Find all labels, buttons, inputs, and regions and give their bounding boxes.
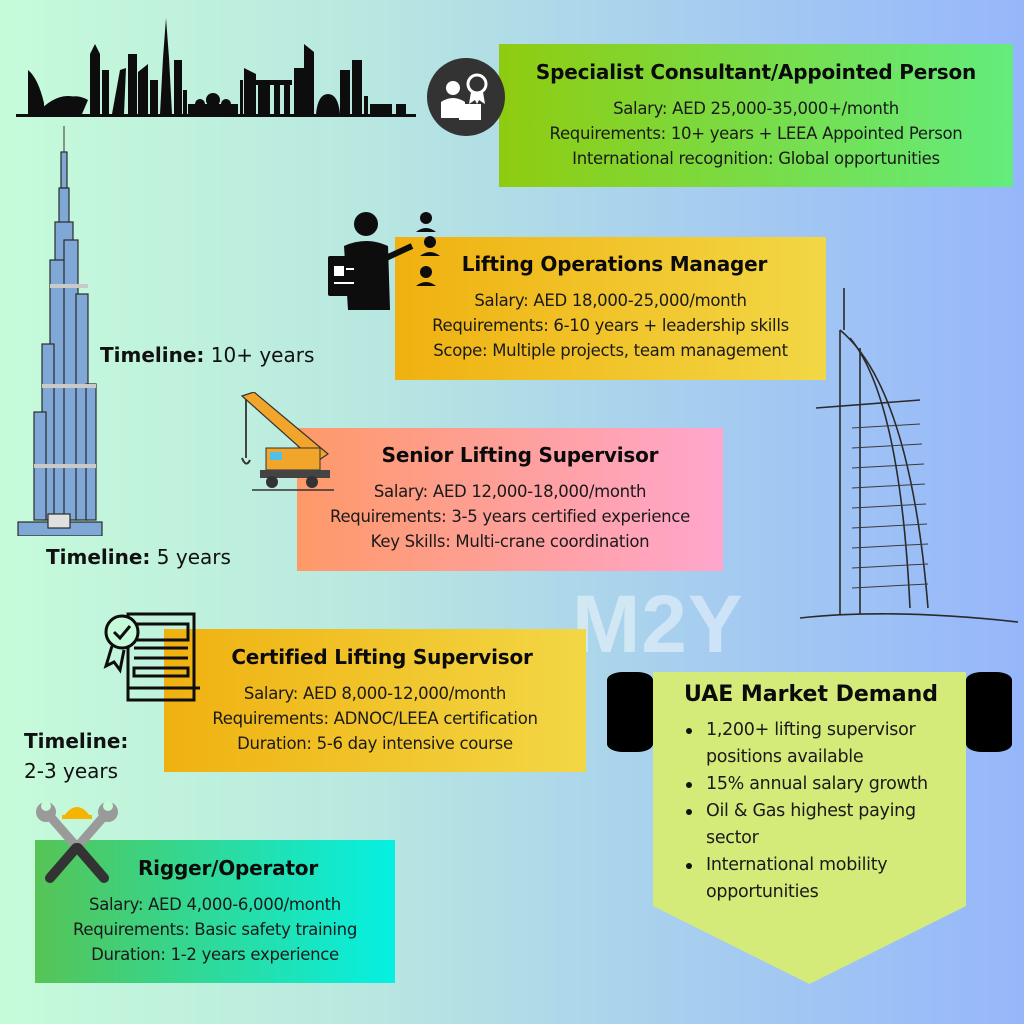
- market-title: UAE Market Demand: [684, 682, 938, 707]
- career-card-senior-supervisor: Senior Lifting Supervisor Salary: AED 12…: [297, 428, 723, 571]
- timeline-10-plus: Timeline: 10+ years: [100, 343, 314, 367]
- wrenches-hardhat-icon: [36, 801, 118, 883]
- career-requirements: Requirements: 3-5 years certified experi…: [330, 507, 690, 526]
- career-detail: Duration: 1-2 years experience: [91, 945, 339, 964]
- career-salary: Salary: AED 12,000-18,000/month: [373, 482, 647, 501]
- timeline-value: 2-3 years: [24, 759, 119, 783]
- career-card-certified-supervisor: Certified Lifting Supervisor Salary: AED…: [164, 629, 586, 772]
- timeline-value: 5 years: [156, 545, 231, 569]
- scroll-end-left-icon: [607, 672, 653, 752]
- career-salary: Salary: AED 4,000-6,000/month: [89, 895, 341, 914]
- manager-presenting-icon: [328, 212, 440, 310]
- career-title: Lifting Operations Manager: [461, 252, 768, 276]
- timeline-2-3: Timeline: 2-3 years: [24, 726, 128, 786]
- burj-khalifa-icon: [17, 126, 103, 536]
- market-demand-content: UAE Market Demand 1,200+ lifting supervi…: [684, 682, 964, 906]
- crane-icon: [240, 392, 334, 491]
- career-salary: Salary: AED 25,000-35,000+/month: [613, 99, 899, 118]
- career-card-specialist-consultant: Specialist Consultant/Appointed Person S…: [499, 44, 1013, 187]
- market-item: Oil & Gas highest paying sector: [684, 798, 964, 852]
- timeline-label: Timeline:: [24, 729, 129, 753]
- career-detail: Key Skills: Multi-crane coordination: [370, 532, 650, 551]
- timeline-label: Timeline:: [100, 343, 205, 367]
- career-title: Certified Lifting Supervisor: [231, 645, 533, 669]
- m2y-watermark: M2Y: [572, 579, 744, 670]
- career-title: Senior Lifting Supervisor: [381, 443, 659, 467]
- career-title: Specialist Consultant/Appointed Person: [535, 60, 977, 84]
- career-detail: Scope: Multiple projects, team managemen…: [433, 341, 788, 360]
- career-requirements: Requirements: 6-10 years + leadership sk…: [432, 316, 789, 335]
- timeline-label: Timeline:: [46, 545, 151, 569]
- market-item: 1,200+ lifting supervisor positions avai…: [684, 717, 964, 771]
- career-requirements: Requirements: 10+ years + LEEA Appointed…: [549, 124, 963, 143]
- career-salary: Salary: AED 8,000-12,000/month: [243, 684, 507, 703]
- career-detail: International recognition: Global opport…: [572, 149, 940, 168]
- dubai-skyline-icon: [16, 18, 416, 117]
- career-salary: Salary: AED 18,000-25,000/month: [474, 291, 747, 310]
- market-item: International mobility opportunities: [684, 852, 964, 906]
- career-card-operations-manager: Lifting Operations Manager Salary: AED 1…: [395, 237, 826, 380]
- burj-al-arab-sketch-icon: [799, 288, 1019, 623]
- career-detail: Duration: 5-6 day intensive course: [237, 734, 513, 753]
- certificate-icon: [103, 612, 200, 702]
- market-demand-banner: [653, 672, 966, 984]
- consultant-certificate-icon: [427, 58, 505, 136]
- market-item: 15% annual salary growth: [684, 771, 964, 798]
- career-requirements: Requirements: Basic safety training: [72, 920, 357, 939]
- timeline-5: Timeline: 5 years: [46, 545, 231, 569]
- career-title: Rigger/Operator: [137, 856, 319, 880]
- scroll-end-right-icon: [966, 672, 1012, 752]
- market-list: 1,200+ lifting supervisor positions avai…: [684, 717, 964, 906]
- career-requirements: Requirements: ADNOC/LEEA certification: [212, 709, 538, 728]
- timeline-value: 10+ years: [210, 343, 315, 367]
